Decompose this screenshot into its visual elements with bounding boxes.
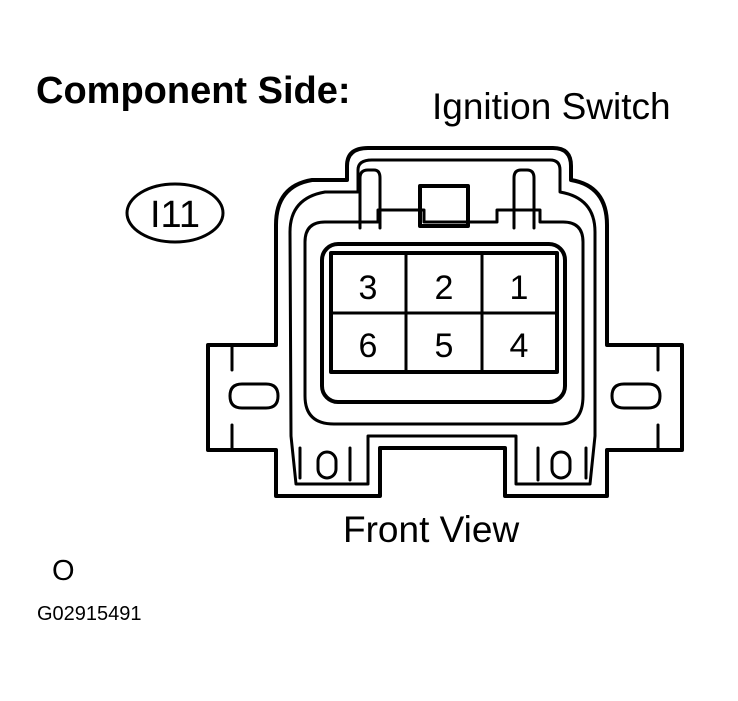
latch-tab-left bbox=[358, 168, 382, 230]
foot-left-detail bbox=[298, 446, 352, 482]
terminal-label: 3 bbox=[359, 269, 378, 307]
connector-housing bbox=[206, 146, 684, 498]
terminal-labels: 3 2 1 6 5 4 bbox=[359, 269, 529, 365]
housing-second-outline bbox=[288, 158, 597, 486]
mount-slot-right bbox=[610, 382, 662, 410]
foot-slot-right bbox=[550, 450, 572, 480]
terminal-label: 4 bbox=[510, 327, 529, 365]
terminal-label: 6 bbox=[359, 327, 378, 365]
housing-outer-outline bbox=[206, 146, 684, 498]
latch-window bbox=[418, 184, 470, 228]
housing-inner-outline bbox=[303, 208, 585, 426]
view-label: Front View bbox=[343, 509, 520, 550]
terminal-label: 2 bbox=[435, 269, 454, 307]
latch-tab-right bbox=[512, 168, 536, 230]
terminal-label: 1 bbox=[510, 269, 529, 307]
legend-mark: O bbox=[52, 555, 75, 587]
connector-code-oval bbox=[125, 182, 225, 244]
foot-slot-left bbox=[316, 450, 338, 480]
mount-slot-left bbox=[228, 382, 280, 410]
component-side-heading: Component Side: bbox=[36, 70, 351, 112]
figure-id: G02915491 bbox=[37, 603, 142, 625]
foot-right-detail bbox=[536, 446, 588, 482]
connector-code-badge: I11 bbox=[125, 182, 225, 244]
connector-code-label: I11 bbox=[150, 194, 200, 236]
terminal-block bbox=[320, 242, 567, 404]
terminal-label: 5 bbox=[435, 327, 454, 365]
component-name: Ignition Switch bbox=[432, 86, 671, 127]
